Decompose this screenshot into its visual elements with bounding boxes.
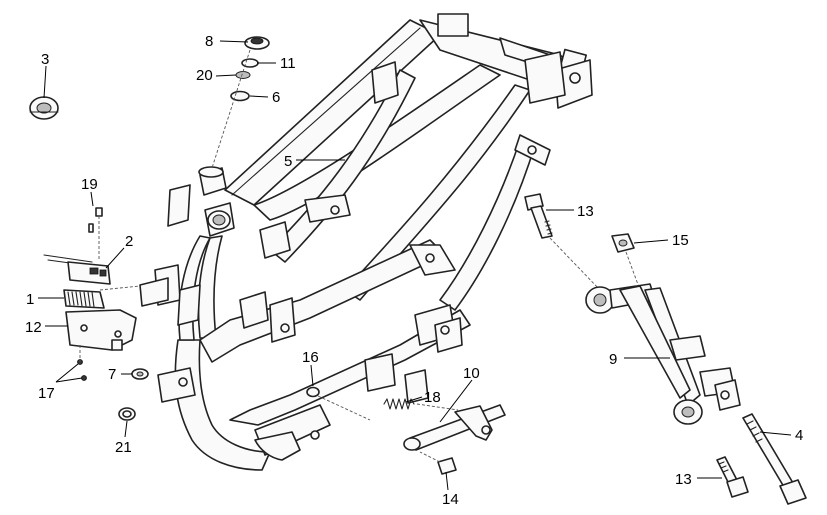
callout-2: 2 — [125, 233, 133, 250]
callout-9: 9 — [609, 351, 617, 368]
part-14-bolt — [419, 451, 457, 475]
callout-12: 12 — [25, 319, 42, 336]
part-9-engine-hanger — [585, 283, 741, 425]
part-12-bracket — [65, 285, 141, 351]
part-18-spring — [383, 398, 459, 411]
part-4-long-bolt — [742, 413, 807, 505]
callout-15: 15 — [672, 232, 689, 249]
callout-19: 19 — [81, 176, 98, 193]
callout-10: 10 — [463, 365, 480, 382]
part-13-upper-bolt — [524, 193, 601, 291]
callout-13-upper: 13 — [577, 203, 594, 220]
part-7-grommet — [131, 368, 149, 380]
part-13-lower-bolt — [716, 456, 749, 498]
part-15-nut — [611, 233, 641, 291]
callout-4: 4 — [795, 427, 803, 444]
callout-21: 21 — [115, 439, 132, 456]
part-3-disc — [29, 96, 59, 120]
part-2-relay-unit — [43, 254, 111, 285]
part-10-side-stand — [403, 404, 506, 451]
callout-5: 5 — [284, 153, 292, 170]
callout-16: 16 — [302, 349, 319, 366]
part-21-washer — [118, 407, 136, 421]
callout-13-lower: 13 — [675, 471, 692, 488]
callout-6: 6 — [272, 89, 280, 106]
part-1-regulator — [63, 289, 105, 309]
callout-1: 1 — [26, 291, 34, 308]
steering-stem-parts — [211, 36, 270, 169]
part-17-nuts — [77, 345, 87, 381]
callout-11: 11 — [280, 55, 296, 72]
callout-8: 8 — [205, 33, 213, 50]
callout-17: 17 — [38, 385, 55, 402]
part-16-nut — [306, 386, 371, 421]
callout-14: 14 — [442, 491, 459, 508]
callout-7: 7 — [108, 366, 116, 383]
leader-lines — [38, 40, 792, 491]
callout-numbers: 3 8 11 20 6 5 19 2 1 12 17 7 21 16 18 10… — [25, 33, 803, 508]
main-frame — [139, 13, 593, 471]
callout-18: 18 — [424, 389, 441, 406]
callout-20: 20 — [196, 67, 213, 84]
part-19-screw — [88, 207, 103, 260]
callout-3: 3 — [41, 51, 49, 68]
